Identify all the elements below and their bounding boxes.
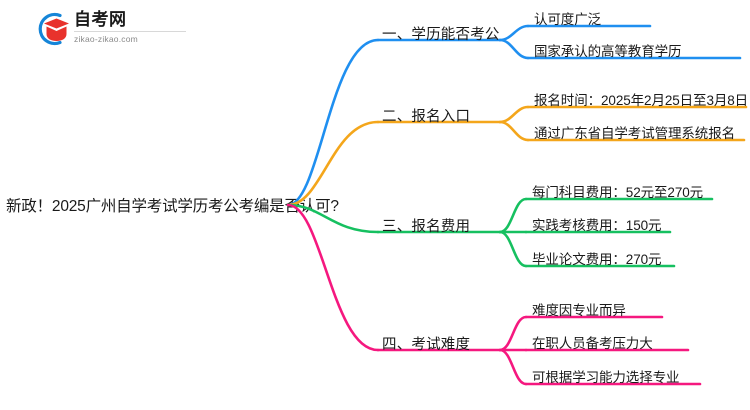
leaf-label-1-2[interactable]: 国家承认的高等教育学历: [534, 44, 682, 59]
branch-4-fork-upper: [498, 315, 528, 352]
branch-1-fork-lower: [498, 38, 530, 60]
branch-3-fork-upper: [498, 197, 528, 234]
leaf-label-3-2[interactable]: 实践考核费用：150元: [532, 218, 662, 233]
leaf-label-2-1[interactable]: 报名时间：2025年2月25日至3月8日: [534, 93, 749, 108]
logo-title: 自考网: [74, 10, 127, 29]
branch-2-trunk: [286, 120, 380, 207]
central-topic[interactable]: 新政！2025广州自学考试学历考公考编是否认可?: [6, 198, 339, 215]
branch-label-3[interactable]: 三、报名费用: [382, 219, 471, 235]
branch-label-4[interactable]: 四、考试难度: [382, 337, 471, 353]
leaf-label-3-3[interactable]: 毕业论文费用：270元: [532, 252, 662, 267]
branch-1-trunk: [286, 38, 380, 207]
branch-label-2[interactable]: 二、报名入口: [382, 109, 471, 125]
leaf-label-1-1[interactable]: 认可度广泛: [534, 12, 601, 27]
site-logo[interactable]: 自考网 zikao-zikao.com: [30, 8, 190, 50]
leaf-label-4-3[interactable]: 可根据学习能力选择专业: [532, 370, 680, 385]
logo-mark-icon: [38, 12, 69, 46]
branch-4-fork-lower: [498, 348, 528, 386]
leaf-label-4-2[interactable]: 在职人员备考压力大: [532, 336, 653, 351]
leaf-label-2-2[interactable]: 通过广东省自学考试管理系统报名: [534, 126, 735, 141]
branch-4-trunk: [286, 203, 380, 352]
branch-3-fork-lower: [498, 230, 528, 268]
leaf-label-4-1[interactable]: 难度因专业而异: [532, 303, 626, 318]
logo-text-block: 自考网 zikao-zikao.com: [74, 10, 194, 45]
branch-label-1[interactable]: 一、学历能否考公: [382, 27, 500, 43]
branch-2-fork-lower: [498, 120, 530, 142]
branch-1-fork-upper: [498, 24, 530, 42]
leaf-label-3-1[interactable]: 每门科目费用：52元至270元: [532, 185, 704, 200]
logo-subtitle: zikao-zikao.com: [74, 31, 186, 45]
branch-2-fork-upper: [498, 105, 530, 124]
